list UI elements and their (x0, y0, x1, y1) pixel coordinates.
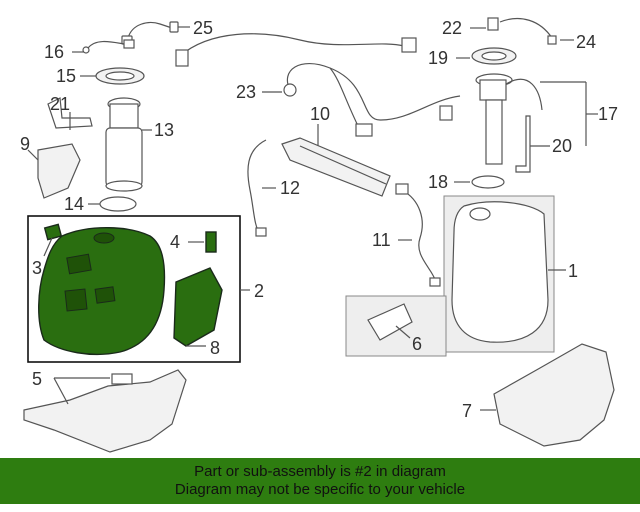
part-17-sender[interactable] (475, 73, 598, 165)
part-24-hose[interactable] (499, 17, 574, 45)
callout-17[interactable]: 17 (598, 104, 618, 124)
callout-7[interactable]: 7 (462, 401, 472, 421)
callout-14[interactable]: 14 (64, 194, 84, 214)
callout-16[interactable]: 16 (44, 42, 64, 62)
callout-5[interactable]: 6 (412, 334, 422, 354)
part-5-strap[interactable] (345, 295, 447, 357)
callout-11[interactable]: 11 (372, 230, 391, 250)
part-22-valve[interactable] (470, 17, 499, 31)
part-19-lock-ring[interactable] (456, 47, 517, 65)
part-15-lock-ring[interactable] (80, 67, 145, 85)
callout-23[interactable]: 23 (236, 82, 256, 102)
part-13-fuel-pump[interactable] (105, 97, 152, 192)
callout-10[interactable]: 10 (310, 104, 330, 124)
part-21-bracket[interactable] (47, 97, 93, 130)
callout-20[interactable]: 20 (552, 136, 572, 156)
part-14-seal[interactable] (88, 196, 137, 212)
part-16-wire[interactable] (72, 39, 135, 54)
part-8-skid-plate[interactable] (23, 369, 187, 453)
callout-24[interactable]: 24 (576, 32, 596, 52)
part-10-filler-hose[interactable] (281, 124, 391, 197)
part-18-seal[interactable] (454, 175, 505, 189)
part-1-fuel-tank[interactable] (443, 195, 566, 353)
part-7-heat-shield[interactable] (480, 343, 615, 447)
part-12-vent-line[interactable] (247, 139, 276, 237)
callout-1[interactable]: 1 (568, 261, 578, 281)
callout-22[interactable]: 22 (442, 18, 462, 38)
callout-3[interactable]: 3 (32, 258, 42, 278)
callout-4[interactable]: 4 (170, 232, 180, 252)
callout-15[interactable]: 15 (56, 66, 76, 86)
callout-8[interactable]: 5 (32, 369, 42, 389)
callout-13[interactable]: 13 (154, 120, 174, 140)
part-9-shield[interactable] (27, 143, 81, 199)
banner-line-1: Part or sub-assembly is #2 in diagram (194, 463, 446, 480)
callout-19[interactable]: 19 (428, 48, 448, 68)
callout-12[interactable]: 12 (280, 178, 300, 198)
callout-6[interactable]: 8 (210, 338, 220, 358)
info-banner: Part or sub-assembly is #2 in diagram Di… (0, 458, 640, 504)
callout-9[interactable]: 9 (20, 134, 30, 154)
callout-18[interactable]: 18 (428, 172, 448, 192)
callout-21[interactable]: 21 (50, 94, 70, 114)
part-20-float-arm[interactable] (515, 115, 550, 173)
parts-diagram: 25 16 15 21 13 9 14 (20, 17, 618, 453)
part-11-vapor-line[interactable] (395, 183, 441, 287)
callout-25[interactable]: 25 (193, 18, 213, 38)
assembly-2-box[interactable] (27, 215, 250, 363)
banner-line-2: Diagram may not be specific to your vehi… (174, 481, 466, 498)
callout-2[interactable]: 2 (254, 281, 264, 301)
part-23-harness[interactable] (175, 33, 461, 137)
